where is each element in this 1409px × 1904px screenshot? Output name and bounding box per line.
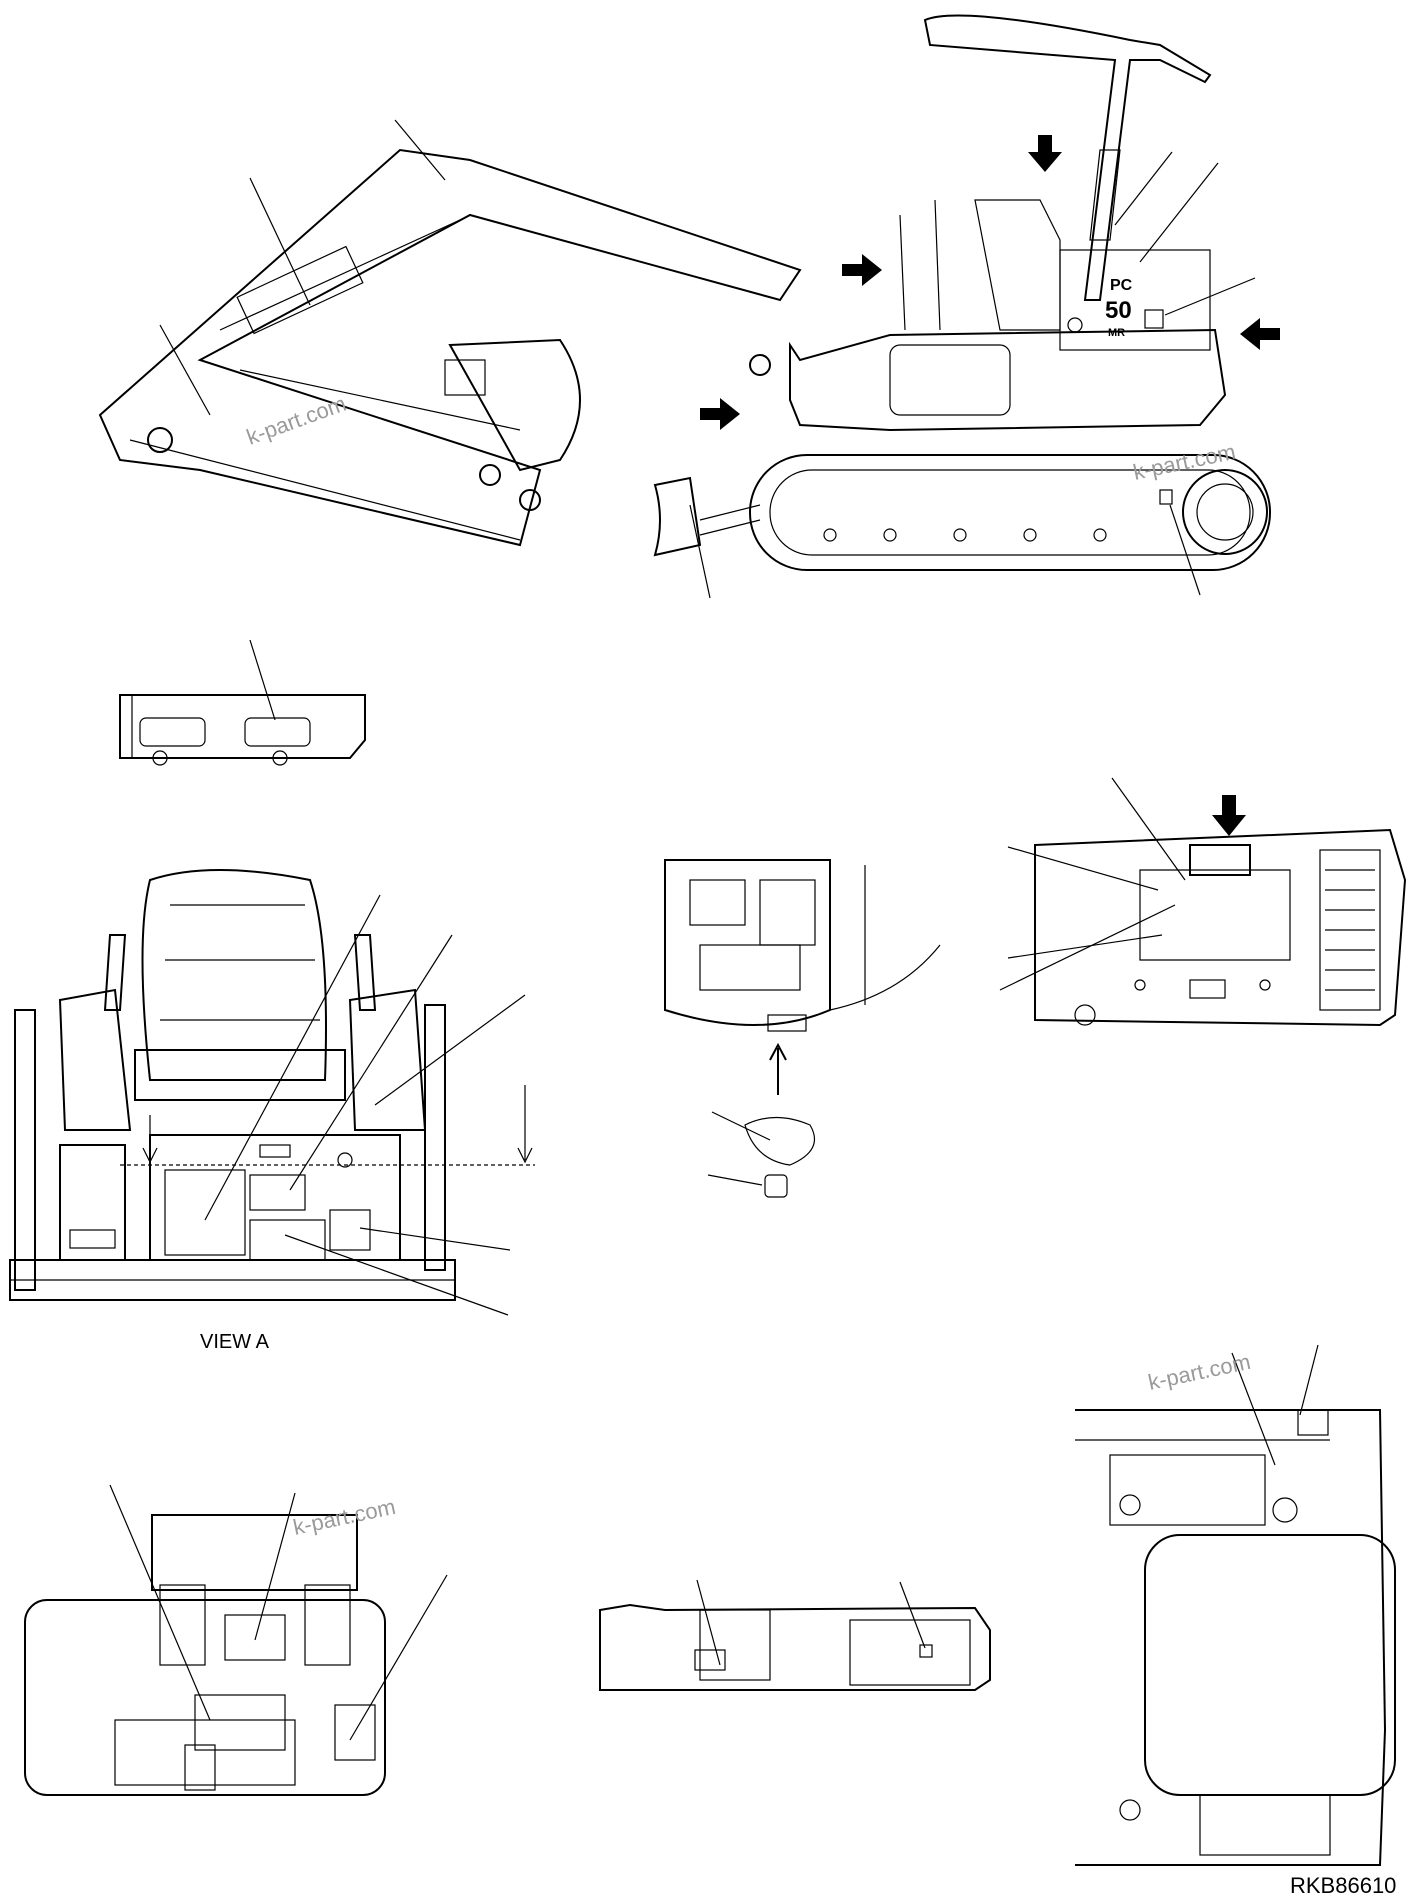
- leader-lines-view-a: [204, 894, 526, 1316]
- view-a-seat-front: VIEW A: [9, 869, 535, 1353]
- drawing-number: RKB86610: [1290, 1873, 1396, 1898]
- arrow-right-icon: [842, 254, 882, 286]
- watermark: k-part.com: [1146, 1349, 1253, 1395]
- svg-text:PC: PC: [1110, 277, 1133, 294]
- svg-text:50: 50: [1105, 297, 1132, 324]
- dozer-blade: [653, 476, 702, 557]
- rear-cover-detail: [999, 777, 1407, 1027]
- seat-back: [141, 869, 327, 1081]
- arrow-down-icon: [1028, 135, 1062, 172]
- leader-lines-main: [159, 119, 1256, 599]
- arm-outline: [98, 148, 802, 547]
- model-badge: PC 50 MR: [1105, 277, 1133, 339]
- engine-detail: [664, 859, 941, 1198]
- watermark: k-part.com: [1131, 439, 1238, 485]
- upper-structure: [789, 328, 1227, 432]
- track-frame-detail: [119, 639, 366, 766]
- svg-text:MR: MR: [1108, 327, 1125, 339]
- view-a-label: VIEW A: [200, 1331, 270, 1353]
- watermark: k-part.com: [291, 1494, 398, 1540]
- canopy: [923, 14, 1212, 301]
- track: [749, 454, 1271, 571]
- arrow-down-icon: [1212, 795, 1246, 836]
- floor-side-detail: [599, 1579, 991, 1691]
- section-arrow-left: [142, 1115, 158, 1164]
- bucket: [448, 338, 581, 472]
- arrow-left-icon: [1240, 318, 1280, 350]
- section-arrow-right: [517, 1085, 533, 1164]
- leader-lines-rear: [999, 777, 1186, 991]
- top-view-detail: k-part.com: [1075, 1344, 1396, 1866]
- leader-lines-seat-rear: [109, 1484, 448, 1741]
- seat-rear-detail: k-part.com: [24, 1484, 448, 1796]
- arrow-right-icon: [700, 398, 740, 430]
- excavator-side-view: PC 50 MR: [98, 14, 1280, 599]
- watermark: k-part.com: [243, 391, 349, 450]
